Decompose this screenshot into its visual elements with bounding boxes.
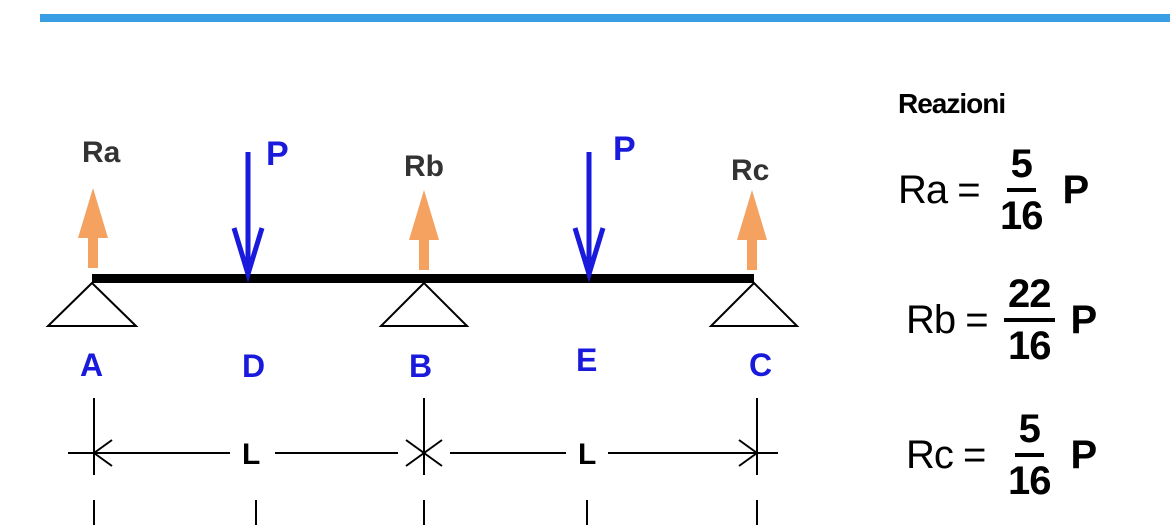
reaction-arrow-b [409, 190, 439, 270]
equation-name: Rc = [906, 432, 986, 477]
reaction-label-a: Ra [82, 136, 121, 169]
equation-rb: Rb = 22 16 P [906, 250, 1168, 390]
equation-unit: P [1062, 167, 1090, 212]
equation-unit: P [1070, 432, 1098, 477]
reaction-label-c: Rc [731, 154, 769, 187]
fraction-denominator: 16 [1000, 194, 1043, 238]
equation-name: Ra = [898, 167, 981, 212]
span-label-bc: L [578, 438, 596, 471]
span-label-ab: L [242, 438, 260, 471]
reaction-arrow-a [78, 188, 108, 268]
fraction-numerator: 5 [1006, 144, 1036, 192]
fraction: 5 16 [1004, 409, 1055, 501]
beam [92, 274, 754, 283]
node-label-d: D [242, 348, 265, 384]
fraction-numerator: 5 [1014, 409, 1044, 457]
load-arrow-e [572, 152, 606, 283]
equation-ra: Ra = 5 16 P [898, 130, 1168, 250]
panel-title: Reazioni [898, 88, 1006, 119]
node-label-a: A [80, 347, 103, 383]
reactions-panel: Reazioni Ra = 5 16 P Rb = 22 16 P Rc = 5… [898, 88, 1168, 520]
equation-rc: Rc = 5 16 P [906, 390, 1168, 520]
dimension-line [68, 398, 778, 525]
equation-unit: P [1070, 297, 1098, 342]
node-label-e: E [576, 342, 597, 378]
node-label-c: C [749, 347, 772, 383]
load-arrow-d [231, 152, 265, 283]
node-label-b: B [409, 348, 432, 384]
support-b [378, 281, 470, 327]
support-c [708, 281, 800, 327]
load-label-d: P [266, 135, 289, 173]
fraction-numerator: 22 [1004, 274, 1055, 322]
fraction-denominator: 16 [1008, 324, 1051, 368]
load-label-e: P [613, 130, 636, 168]
fraction-denominator: 16 [1008, 459, 1051, 503]
top-rule [40, 14, 1170, 22]
equation-name: Rb = [906, 297, 989, 342]
reaction-label-b: Rb [404, 150, 444, 183]
reaction-arrow-c [737, 190, 767, 270]
fraction: 22 16 [1004, 274, 1055, 366]
fraction: 5 16 [996, 144, 1047, 236]
support-a [45, 281, 139, 327]
